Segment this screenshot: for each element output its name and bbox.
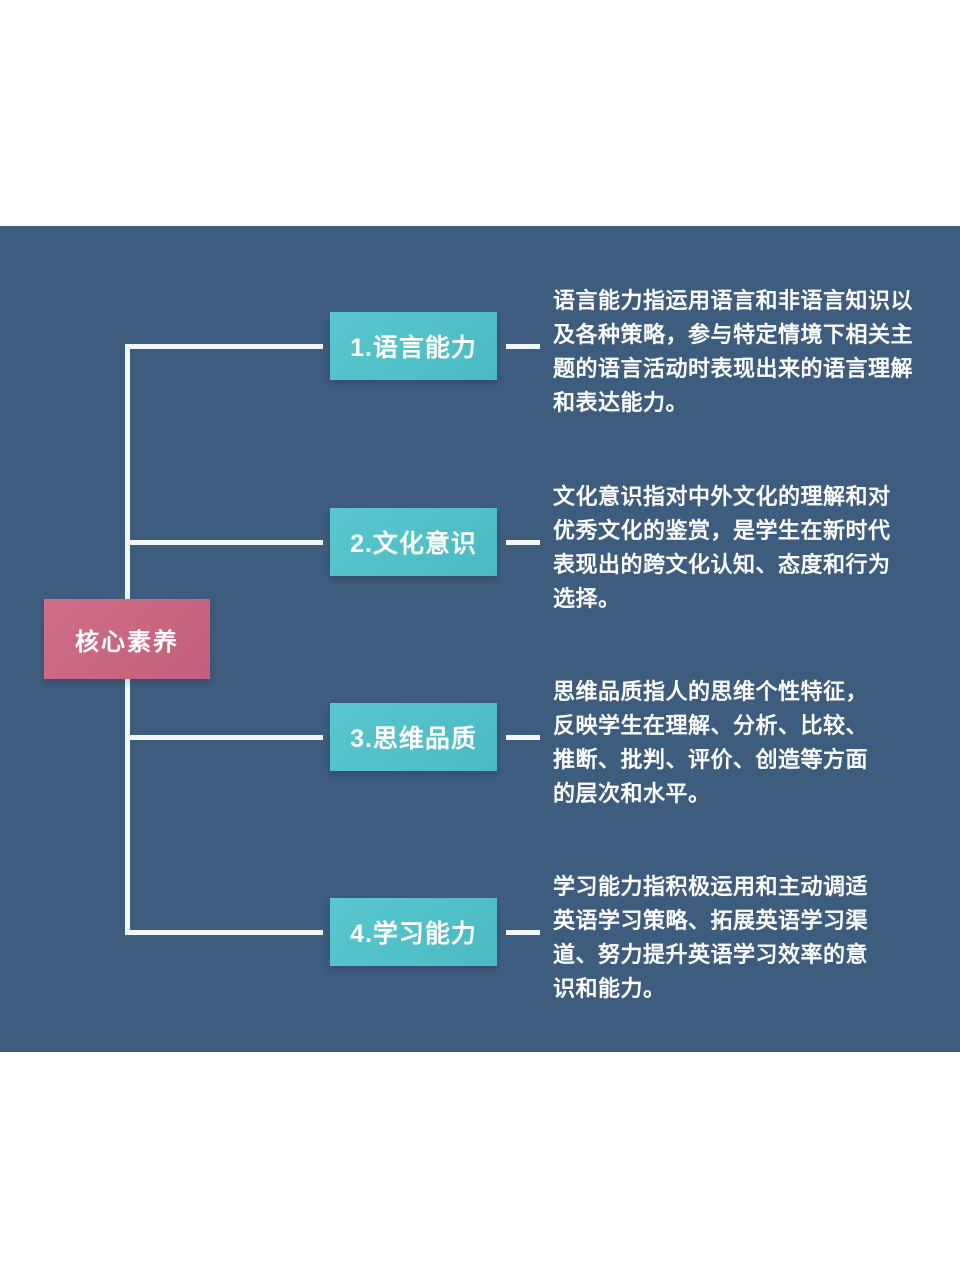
- text-line: 选择。: [553, 586, 621, 611]
- text-line: 思维品质指人的思维个性特征，: [553, 679, 869, 704]
- branch-1-right-line: [506, 344, 540, 349]
- text-line: 语言能力指运用语言和非语言知识以: [553, 288, 914, 313]
- branch-1-description: 语言能力指运用语言和非语言知识以 及各种策略，参与特定情境下相关主 题的语言活动…: [553, 284, 923, 420]
- branch-3-right-line: [506, 735, 540, 740]
- branch-3-line: [125, 735, 323, 740]
- text-line: 道、努力提升英语学习效率的意: [553, 942, 869, 967]
- branch-3-description: 思维品质指人的思维个性特征， 反映学生在理解、分析、比较、 推断、批判、评价、创…: [553, 675, 923, 811]
- branch-node-4: 4.学习能力: [330, 898, 497, 966]
- branch-4-right-line: [506, 930, 540, 935]
- branch-2-line: [125, 540, 323, 545]
- text-line: 优秀文化的鉴赏，是学生在新时代: [553, 518, 891, 543]
- branch-4-line: [125, 930, 323, 935]
- text-line: 文化意识指对中外文化的理解和对: [553, 484, 891, 509]
- text-line: 的层次和水平。: [553, 781, 711, 806]
- branch-node-2: 2.文化意识: [330, 508, 497, 576]
- text-line: 题的语言活动时表现出来的语言理解: [553, 356, 914, 381]
- text-line: 英语学习策略、拓展英语学习渠: [553, 908, 869, 933]
- text-line: 学习能力指积极运用和主动调适: [553, 874, 869, 899]
- text-line: 反映学生在理解、分析、比较、: [553, 713, 869, 738]
- branch-2-right-line: [506, 540, 540, 545]
- text-line: 推断、批判、评价、创造等方面: [553, 747, 869, 772]
- branch-2-description: 文化意识指对中外文化的理解和对 优秀文化的鉴赏，是学生在新时代 表现出的跨文化认…: [553, 480, 923, 616]
- text-line: 识和能力。: [553, 976, 666, 1001]
- root-node: 核心素养: [44, 599, 210, 679]
- branch-4-description: 学习能力指积极运用和主动调适 英语学习策略、拓展英语学习渠 道、努力提升英语学习…: [553, 870, 923, 1006]
- branch-node-1: 1.语言能力: [330, 312, 497, 380]
- text-line: 和表达能力。: [553, 390, 689, 415]
- branch-node-3: 3.思维品质: [330, 703, 497, 771]
- branch-1-line: [125, 344, 323, 349]
- diagram-panel: 核心素养 1.语言能力 2.文化意识 3.思维品质 4.学习能力 语言能力指运用…: [0, 226, 960, 1052]
- text-line: 及各种策略，参与特定情境下相关主: [553, 322, 914, 347]
- text-line: 表现出的跨文化认知、态度和行为: [553, 552, 891, 577]
